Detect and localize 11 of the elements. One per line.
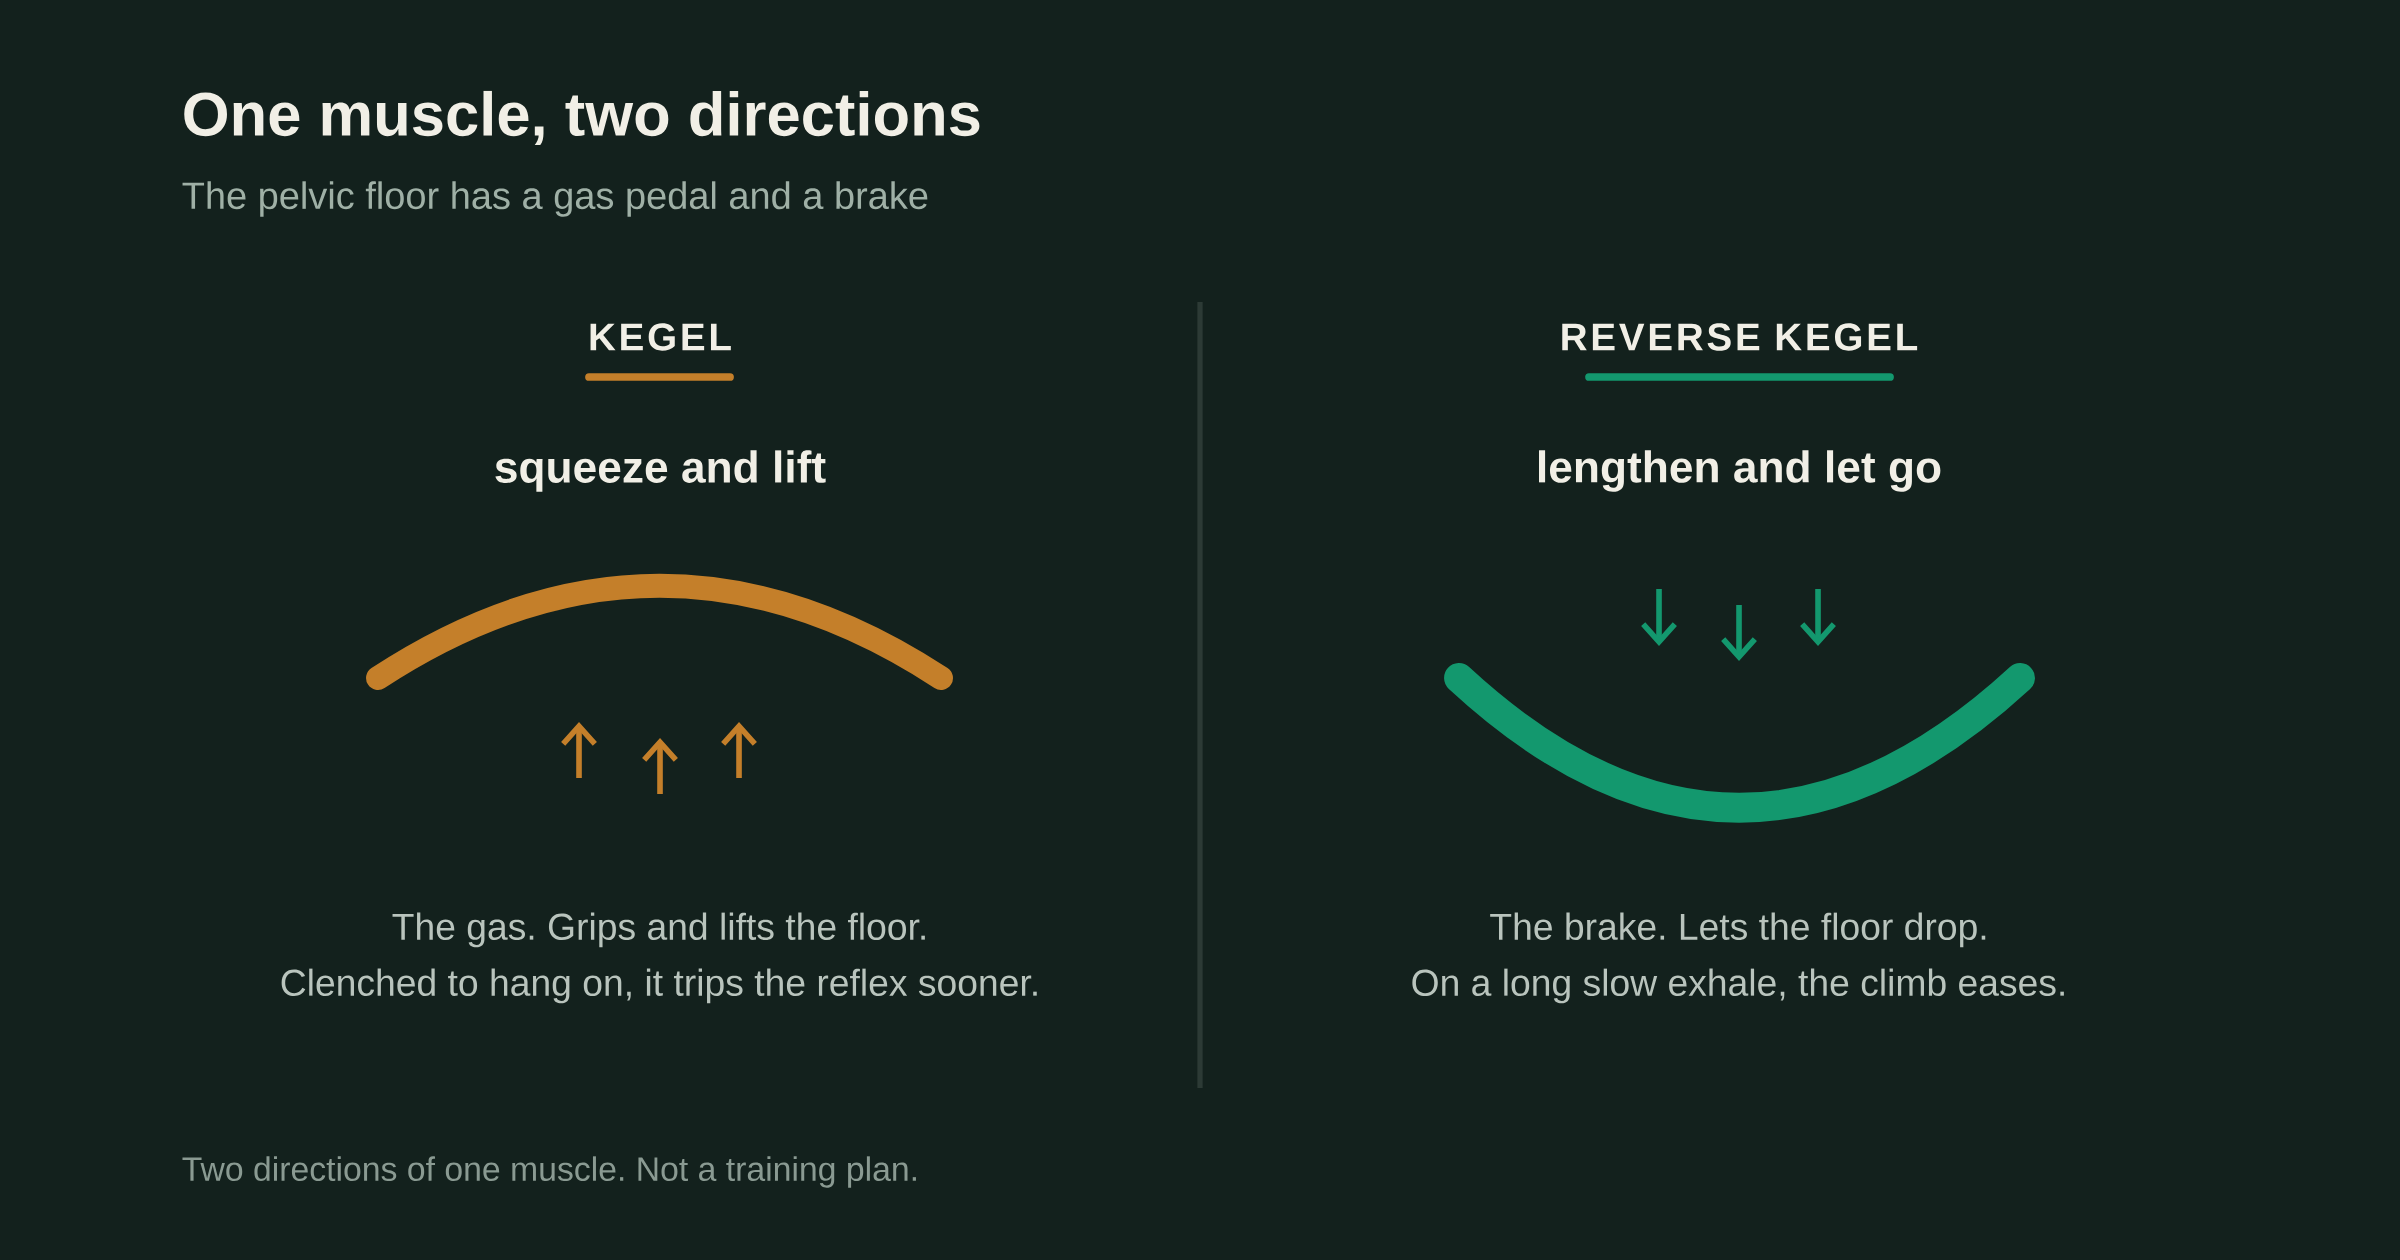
footnote: Two directions of one muscle. Not a training plan. (182, 1156, 916, 1188)
title: One muscle, two directions (184, 90, 980, 146)
column-heading: REVERSE KEGEL (1562, 323, 1918, 351)
description-text: On a long slow exhale, the climb eases. (1412, 968, 2064, 1004)
description-text: The brake. Lets the floor drop. (1490, 912, 1986, 948)
column-subheading: lengthen and let go (1539, 450, 1941, 492)
description-text: Clenched to hang on, it trips the reflex sooner. (281, 968, 1037, 1004)
description-text: The gas. Grips and lifts the floor. (392, 912, 925, 948)
subtitle: The pelvic floor has a gas pedal and a brake (182, 181, 928, 217)
column-subheading: squeeze and lift (495, 450, 826, 492)
column-heading: KEGEL (590, 323, 731, 351)
